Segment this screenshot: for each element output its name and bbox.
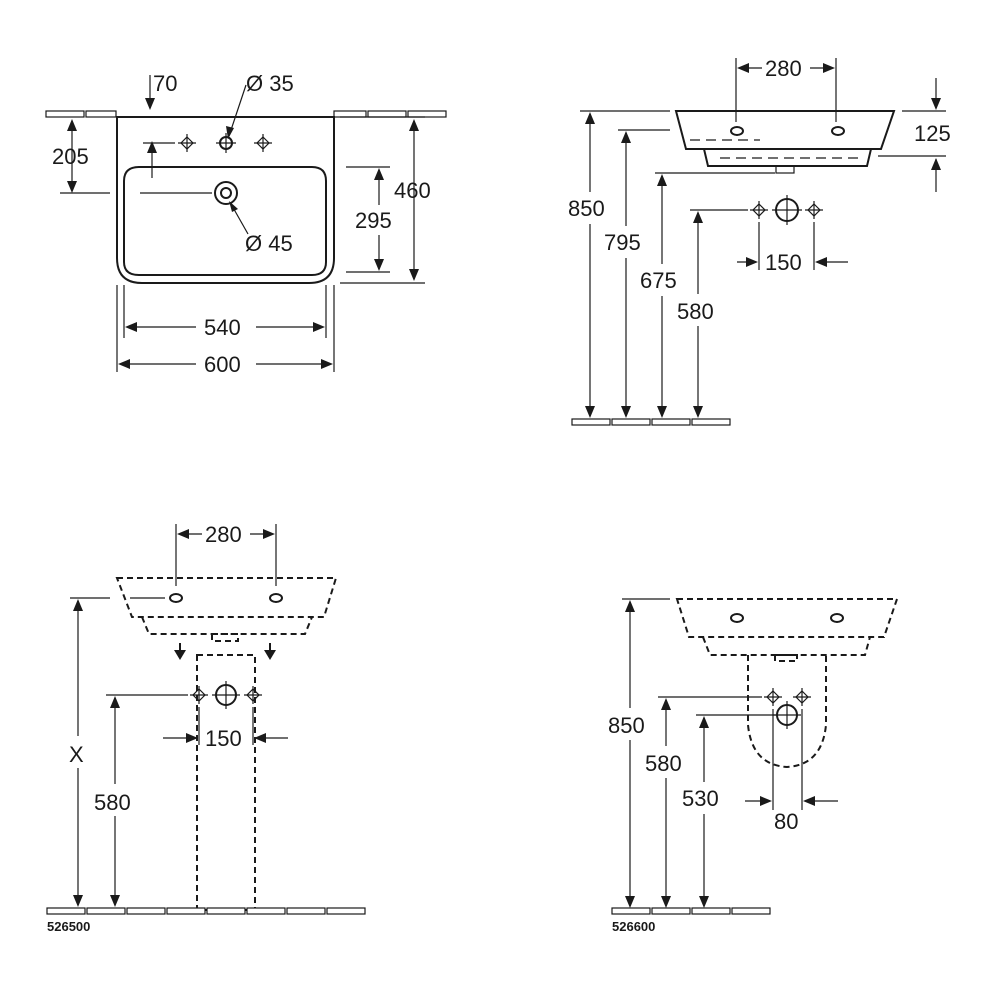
dim-280-label: 280 [205,522,242,547]
dim-460-label: 460 [394,178,431,203]
supply-valve-icon [792,687,812,707]
floor [206,907,366,915]
tap-hole-icon [253,133,273,153]
dim-850-label: 850 [568,196,605,221]
dim-d45-label: Ø 45 [245,231,293,256]
center-tap-hole-icon [216,133,236,153]
tap-hole-icon [730,613,744,623]
tap-hole-icon [831,126,845,136]
product-code: 526600 [612,919,655,934]
dim-580-label: 580 [94,790,131,815]
basin-inner-bowl [123,166,327,276]
product-code: 526500 [47,919,90,934]
tap-hole-icon [169,593,183,603]
top-view-wall [45,110,447,118]
floor [46,907,206,915]
dim-295-label: 295 [355,208,392,233]
dim-580-label: 580 [677,299,714,324]
waste-outlet-icon [773,701,801,729]
waste-outlet-icon [212,681,240,709]
semipedestal-view: 850 580 530 80 526600 [608,598,899,934]
dim-70-label: 70 [153,71,177,96]
floor [611,907,771,915]
dim-x-label: X [69,742,84,767]
semipedestal-shell [747,655,827,769]
tap-hole-icon [177,133,197,153]
waste-outlet-icon [772,195,802,225]
dim-150-label: 150 [765,250,802,275]
dim-280-label: 280 [765,56,802,81]
supply-valve-icon [189,685,209,705]
dim-600-label: 600 [204,352,241,377]
pedestal-view: 280 150 X [46,522,366,934]
mount-arrow-icon [264,643,276,660]
supply-valve-icon [763,687,783,707]
dim-530-label: 530 [682,786,719,811]
supply-valve-icon [243,685,263,705]
dim-540-label: 540 [204,315,241,340]
dim-205-label: 205 [52,144,89,169]
dim-150-label: 150 [205,726,242,751]
side-view: 280 125 850 795 675 [568,56,951,426]
mount-arrow-icon [174,643,186,660]
top-view: 70 Ø 35 205 460 295 Ø 45 [45,71,447,377]
dim-580-label: 580 [645,751,682,776]
basin-outer-outline [116,116,335,284]
tap-hole-icon [830,613,844,623]
drain-icon [214,181,238,205]
dim-850-label: 850 [608,713,645,738]
pedestal-basin-outline [115,577,338,618]
supply-valve-icon [804,200,824,220]
tap-hole-icon [269,593,283,603]
dim-675-label: 675 [640,268,677,293]
dim-125-label: 125 [914,121,951,146]
dim-795-label: 795 [604,230,641,255]
dim-80-label: 80 [774,809,798,834]
tap-hole-icon [730,126,744,136]
semipedestal-basin-outline [675,598,899,638]
supply-valve-icon [749,200,769,220]
floor [571,418,731,426]
dim-d35-label: Ø 35 [246,71,294,96]
side-view-basin [674,110,896,150]
